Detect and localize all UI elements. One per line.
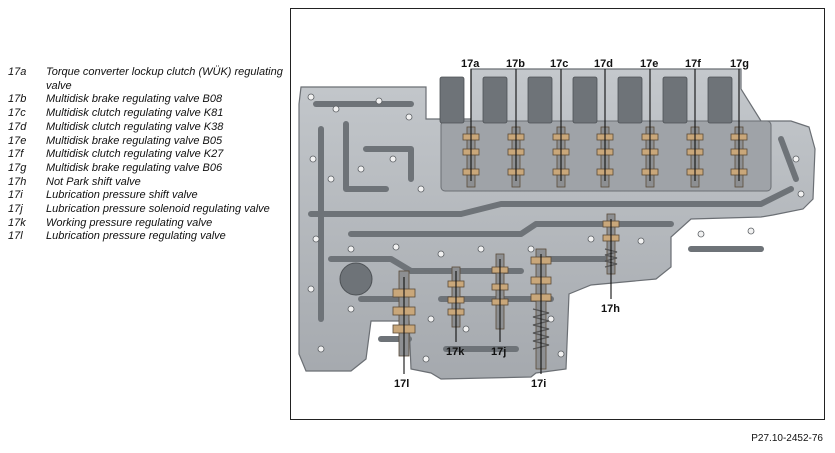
callout-17e: 17e (640, 58, 658, 70)
legend-desc: Torque converter lockup clutch (WÜK) reg… (46, 66, 283, 92)
callout-17j: 17j (491, 346, 506, 358)
legend-desc: Lubrication pressure solenoid regulating… (46, 203, 270, 216)
callout-17b: 17b (506, 58, 525, 70)
legend-item: 17i Lubrication pressure shift valve (8, 189, 283, 203)
guide-slots (439, 76, 733, 124)
legend-desc: Working pressure regulating valve (46, 216, 213, 229)
legend-item: 17h Not Park shift valve (8, 176, 283, 190)
legend-code: 17c (8, 107, 26, 120)
legend-item: 17c Multidisk clutch regulating valve K81 (8, 107, 283, 121)
legend-item: 17l Lubrication pressure regulating valve (8, 230, 283, 244)
legend-code: 17a (8, 66, 27, 78)
legend-code: 17l (8, 230, 23, 243)
callout-17l: 17l (394, 378, 409, 390)
legend-list: 17a Torque converter lockup clutch (WÜK) … (8, 66, 283, 244)
legend-code: 17h (8, 175, 27, 188)
callout-17i: 17i (531, 378, 546, 390)
callout-17d: 17d (594, 58, 613, 70)
legend-code: 17e (8, 134, 27, 147)
legend-desc: Lubrication pressure regulating valve (46, 230, 226, 243)
valve-body-illustration: 17a 17b 17c 17d 17e 17f 17g 17h 17i 17j … (298, 58, 816, 390)
legend-code: 17d (8, 120, 27, 133)
callout-17f: 17f (685, 58, 701, 70)
callout-17c: 17c (550, 58, 568, 70)
legend-desc: Multidisk brake regulating valve B08 (46, 93, 223, 106)
callout-17a: 17a (461, 58, 480, 70)
legend-code: 17g (8, 161, 27, 174)
legend-item: 17e Multidisk brake regulating valve B05 (8, 135, 283, 149)
legend-desc: Not Park shift valve (46, 175, 141, 188)
legend-desc: Lubrication pressure shift valve (46, 189, 198, 202)
port-holes (307, 93, 805, 363)
legend-item: 17k Working pressure regulating valve (8, 217, 283, 231)
callout-17g: 17g (730, 58, 749, 70)
legend-code: 17f (8, 148, 24, 161)
callout-17h: 17h (601, 303, 620, 315)
callout-17k: 17k (446, 346, 465, 358)
valve-body-figure: 17a 17b 17c 17d 17e 17f 17g 17h 17i 17j … (290, 8, 825, 420)
legend-code: 17b (8, 93, 27, 106)
legend-code: 17j (8, 203, 23, 216)
callout-leader-lines (403, 69, 740, 374)
accumulator-bore (339, 262, 373, 296)
legend-item: 17a Torque converter lockup clutch (WÜK) … (8, 66, 283, 93)
figure-reference: P27.10-2452-76 (751, 433, 823, 444)
legend-desc: Multidisk clutch regulating valve K38 (46, 120, 224, 133)
legend-item: 17j Lubrication pressure solenoid regulat… (8, 203, 283, 217)
legend-code: 17i (8, 189, 23, 202)
legend-desc: Multidisk clutch regulating valve K27 (46, 148, 224, 161)
legend-desc: Multidisk brake regulating valve B05 (46, 134, 223, 147)
legend-desc: Multidisk clutch regulating valve K81 (46, 107, 224, 120)
legend-item: 17f Multidisk clutch regulating valve K27 (8, 148, 283, 162)
legend-item: 17d Multidisk clutch regulating valve K38 (8, 121, 283, 135)
legend-item: 17b Multidisk brake regulating valve B08 (8, 93, 283, 107)
legend-desc: Multidisk brake regulating valve B06 (46, 161, 223, 174)
legend-code: 17k (8, 216, 26, 229)
legend-item: 17g Multidisk brake regulating valve B06 (8, 162, 283, 176)
